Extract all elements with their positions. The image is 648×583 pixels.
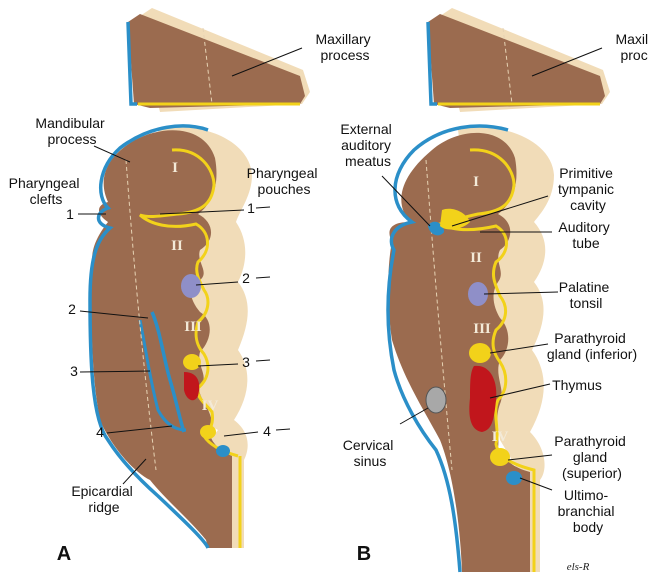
- parathyroid-superior-shape: [490, 448, 510, 466]
- pouch-2-tonsil-a: [181, 274, 201, 298]
- panel-b-label: B: [357, 543, 371, 565]
- mandibular-process-label: Mandibular process: [35, 115, 108, 147]
- arch-2-numeral-b: II: [470, 250, 482, 266]
- parathyroid-superior-label: Parathyroid gland (superior): [554, 433, 629, 481]
- auditory-tube-label: Auditory tube: [558, 219, 613, 251]
- thymus-shape: [469, 365, 497, 432]
- arch-4-numeral-b: IV: [492, 429, 509, 445]
- epicardial-ridge-label: Epicardial ridge: [71, 483, 136, 515]
- arch-1-numeral-b: I: [473, 174, 479, 190]
- thymus-label: Thymus: [552, 377, 602, 393]
- external-auditory-meatus-label: External auditory meatus: [340, 121, 395, 169]
- pouch-4-ultimobranchial-a: [216, 445, 230, 457]
- pharyngeal-arches-body-b: [386, 124, 554, 573]
- arch-1-numeral-a: I: [172, 160, 178, 176]
- parathyroid-inferior-label: Parathyroid gland (inferior): [547, 330, 637, 362]
- palatine-tonsil-label: Palatine tonsil: [559, 279, 613, 311]
- maxillary-process-label: Maxillary process: [315, 31, 374, 63]
- cervical-sinus-label: Cervical sinus: [343, 437, 397, 469]
- ultimobranchial-body-shape: [506, 471, 522, 485]
- cleft-3-number: 3: [70, 363, 78, 379]
- panel-a-label: A: [57, 543, 71, 565]
- cleft-4-number: 4: [96, 424, 104, 440]
- pharyngeal-arches-body-a: [88, 124, 252, 549]
- arch-4-numeral-a: IV: [202, 398, 219, 414]
- pouch-3-number: 3: [242, 354, 250, 370]
- panel-a: I II III IV Maxillary process Mandibular…: [9, 8, 374, 565]
- panel-b: I II III IV Maxillary process External a…: [340, 8, 648, 573]
- arch-3-numeral-a: III: [184, 319, 202, 335]
- pouch-3-thymus-a: [184, 372, 200, 401]
- parathyroid-inferior-shape: [469, 343, 491, 363]
- arch-2-numeral-a: II: [171, 238, 183, 254]
- pouch-3-parathyroid-a: [183, 354, 201, 370]
- palatine-tonsil-shape: [468, 282, 488, 306]
- cleft-1-number: 1: [66, 206, 74, 222]
- artist-signature: els-R: [567, 561, 590, 573]
- pouch-4-parathyroid-a: [200, 425, 216, 439]
- ultimobranchial-body-label: Ultimo- branchial body: [558, 487, 619, 535]
- tympanic-cavity-shape: [440, 208, 470, 230]
- pouch-4-number: 4: [263, 423, 271, 439]
- cervical-sinus-shape: [425, 386, 447, 414]
- external-auditory-meatus-shape: [428, 221, 444, 236]
- cleft-2-number: 2: [68, 301, 76, 317]
- arch-3-numeral-b: III: [473, 321, 491, 337]
- maxillary-process-shape-b: [426, 8, 610, 112]
- pouch-1-number: 1: [247, 200, 255, 216]
- pouch-2-number: 2: [242, 270, 250, 286]
- maxillary-process-shape: [126, 8, 310, 112]
- maxillary-process-label-b: Maxillary process: [615, 31, 648, 63]
- primitive-tympanic-cavity-label: Primitive tympanic cavity: [558, 165, 618, 213]
- pharyngeal-clefts-label: Pharyngeal clefts: [9, 175, 84, 207]
- pharyngeal-pouches-label: Pharyngeal pouches: [247, 165, 322, 197]
